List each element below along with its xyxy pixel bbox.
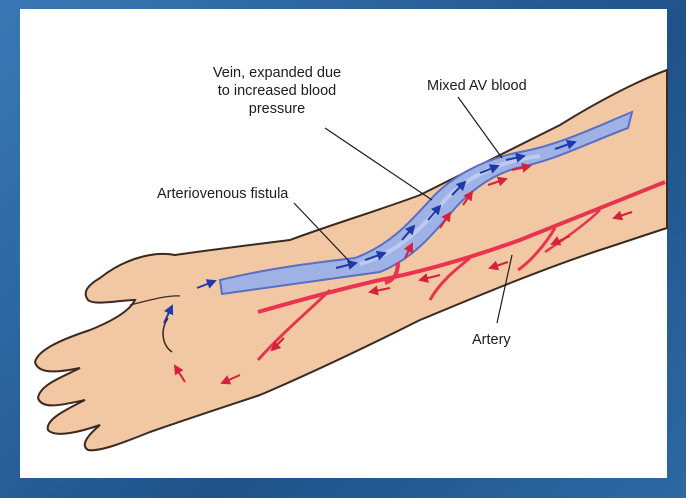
vein-label: Vein, expanded due to increased blood pr… [188, 64, 366, 118]
artery-label: Artery [472, 331, 511, 349]
mixed-av-blood-label: Mixed AV blood [427, 77, 527, 95]
vein-label-line2: to increased blood [188, 82, 366, 100]
vein-label-line1: Vein, expanded due [188, 64, 366, 82]
fistula-label: Arteriovenous fistula [157, 185, 288, 203]
vein-label-line3: pressure [188, 100, 366, 118]
